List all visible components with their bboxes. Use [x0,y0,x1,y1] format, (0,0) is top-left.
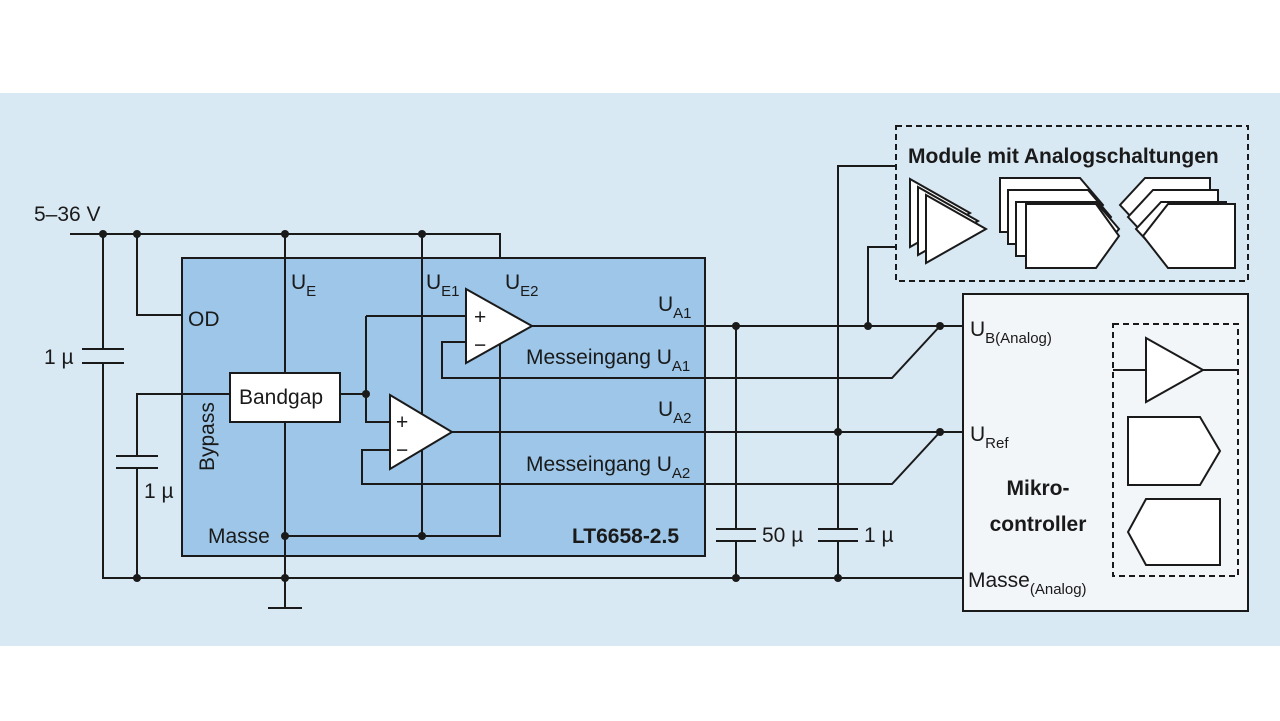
mcu-uref-label: URef [970,423,1009,452]
mcu-adc-icon [1126,498,1221,566]
opamp-1 [465,287,535,365]
opamp2-plus: + [396,411,408,434]
mcu-inner-dashed [1112,323,1239,577]
opamp1-minus: − [474,334,486,357]
bandgap-box [229,372,341,423]
input-cap-label: 1 µ [44,346,74,369]
junction-dots [99,230,944,582]
modules-box [895,125,1249,282]
mcu-title-line1: Mikro- [1007,477,1070,500]
mcu-opamp-icon [1145,336,1206,404]
mcu-converter-icon [1127,416,1222,486]
mcu-masse-label: Masse(Analog) [968,569,1087,598]
out-ua2-label: UA2 [658,398,692,427]
pin-ue1-label: UE1 [426,271,460,300]
opamp-2 [389,393,454,471]
sense-ua2-label: Messeingang UA2 [526,453,690,482]
module-adc-icons [1118,177,1236,269]
out-ua1-label: UA1 [658,293,692,322]
modules-title: Module mit Analogschaltungen [908,145,1219,168]
pin-masse-label: Masse [208,525,270,548]
capacitor-plates [82,348,858,542]
opamp2-minus: − [396,439,408,462]
out-cap-1-label: 1 µ [864,524,894,547]
circuit-diagram: 5–36 V 1 µ 1 µ OD Bypass Masse Bandgap U… [0,93,1280,646]
diagram-panel: 5–36 V 1 µ 1 µ OD Bypass Masse Bandgap U… [0,93,1280,646]
mcu-title-line2: controller [990,513,1087,536]
out-cap-50-label: 50 µ [762,524,803,547]
bypass-cap-label: 1 µ [144,480,174,503]
chip-part-number: LT6658-2.5 [572,525,679,548]
pin-ue2-label: UE2 [505,271,539,300]
mcu-ub-label: UB(Analog) [970,318,1052,347]
module-converter-icons [999,177,1121,269]
pin-od-label: OD [188,308,220,331]
pin-ue-label: UE [291,271,316,300]
pin-bypass-label: Bypass [196,402,219,471]
supply-voltage-label: 5–36 V [34,203,101,226]
sense-ua1-label: Messeingang UA1 [526,346,690,375]
bandgap-label: Bandgap [239,386,323,409]
opamp1-plus: + [474,306,486,329]
module-amplifier-icons [909,177,989,265]
